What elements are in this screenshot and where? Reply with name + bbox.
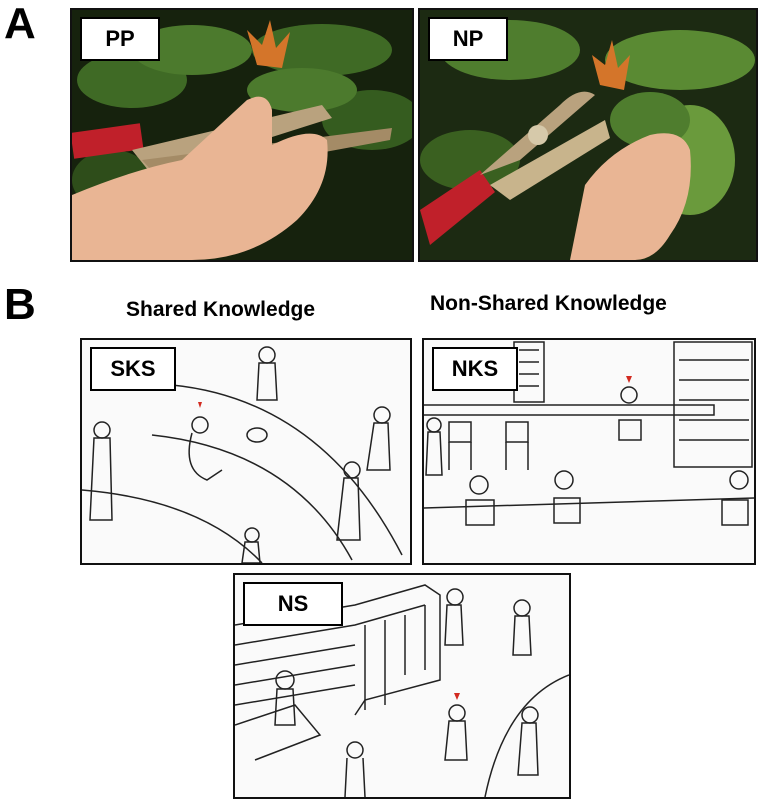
photo-pp: PP bbox=[70, 8, 414, 262]
heading-shared-knowledge: Shared Knowledge bbox=[126, 298, 316, 321]
panel-letter-a: A bbox=[4, 0, 36, 48]
scene-drawing-ns bbox=[235, 584, 569, 797]
scene-ns: NS bbox=[233, 573, 571, 799]
scene-tag-nks: NKS bbox=[432, 347, 518, 391]
pruning-photo-pp bbox=[72, 10, 412, 260]
photo-np: NP bbox=[418, 8, 758, 262]
panel-letter-b: B bbox=[4, 280, 36, 329]
scene-nks: NKS bbox=[422, 338, 756, 565]
photo-tag-np: NP bbox=[428, 17, 508, 61]
scene-tag-sks: SKS bbox=[90, 347, 176, 391]
scene-tag-ns: NS bbox=[243, 582, 343, 626]
photo-tag-pp: PP bbox=[80, 17, 160, 61]
scene-drawing-sks bbox=[82, 346, 403, 563]
scene-sks: SKS bbox=[80, 338, 412, 565]
heading-non-shared-knowledge: Non-Shared Knowledge bbox=[430, 292, 667, 315]
scene-drawing-nks bbox=[424, 341, 754, 526]
pruning-photo-np bbox=[420, 10, 756, 260]
